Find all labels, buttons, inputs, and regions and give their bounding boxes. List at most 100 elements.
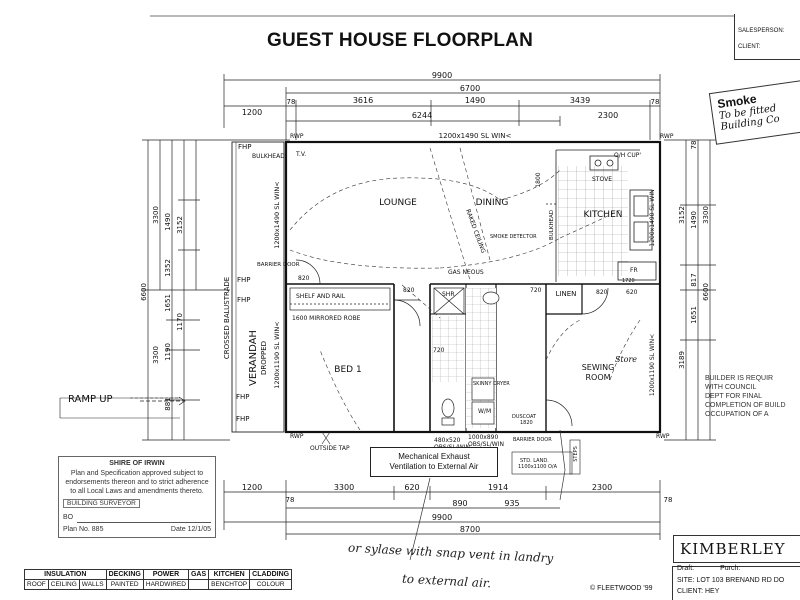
label-fhp-2: FHP (237, 276, 251, 284)
exhaust-note: Mechanical Exhaust Ventilation to Extern… (370, 447, 498, 477)
client-name: CLIENT: HEY (677, 588, 720, 595)
dim-top-6700: 6700 (460, 84, 480, 93)
dim-top-78b: 78 (651, 98, 660, 106)
builder-note: BUILDER IS REQUIR WITH COUNCIL DEPT FOR … (705, 374, 786, 419)
spec-sub-walls: WALLS (78, 579, 107, 590)
label-fr: FR (630, 267, 638, 274)
dim-1820: 1820 (520, 420, 533, 426)
room-shelf-rail: SHELF AND RAIL (296, 293, 346, 300)
label-obs-sl-win2: OBS/SL/WIN (468, 441, 504, 448)
label-steps: STEPS (573, 446, 579, 462)
dim-right-3152: 3152 (678, 206, 686, 224)
dim-bottom-8700: 8700 (460, 525, 480, 534)
label-rwp-3: RWP (290, 433, 304, 440)
spec-sub-painted: PAINTED (105, 579, 144, 590)
spec-header-cladding: CLADDING (249, 569, 293, 580)
dim-left-1170: 1170 (176, 313, 184, 331)
room-room: ROOM (585, 373, 610, 382)
dim-left-3152: 3152 (176, 216, 184, 234)
dim-right-3300: 3300 (702, 206, 710, 224)
label-win-right: 1200x1190 SL WIN< (649, 334, 656, 396)
dim-top-1200: 1200 (242, 108, 262, 117)
label-1800: 1800 (535, 172, 542, 187)
specs-table: INSULATION DECKING POWER GAS KITCHEN CLA… (24, 569, 293, 590)
stamp-date: Date 12/1/05 (170, 526, 211, 533)
dim-bottom-9900: 9900 (432, 513, 452, 522)
dim-820-a: 820 (298, 275, 310, 282)
dim-left-1490: 1490 (164, 213, 172, 231)
spec-sub-ceiling: CEILING (47, 579, 80, 590)
builder-note-1: BUILDER IS REQUIR (705, 375, 774, 382)
dim-right-6600: 6600 (702, 283, 710, 301)
dim-left-1352: 1352 (164, 259, 172, 277)
stamp-title: SHIRE OF IRWIN (109, 460, 165, 467)
stamp-body-2: endorsements thereon and to strict adher… (65, 479, 209, 486)
dim-left-3300: 3300 (152, 206, 160, 224)
label-std-land: STD. LAND. (520, 458, 549, 464)
builder-note-3: DEPT FOR FINAL (705, 393, 763, 400)
dim-left-1190: 1190 (164, 343, 172, 361)
dim-top-9900: 9900 (432, 71, 452, 80)
site-label: SITE: LOT 103 BRENAND RD DO (677, 577, 785, 584)
dim-720-b: 720 (433, 347, 445, 354)
room-lounge: LOUNGE (379, 198, 417, 208)
dim-left-6600: 6600 (140, 283, 148, 301)
label-duscoat: DUSCOAT (512, 414, 537, 420)
dim-bottom-935: 935 (504, 499, 519, 508)
room-mirrored-robe: 1600 MIRRORED ROBE (292, 315, 361, 322)
dim-left-1651: 1651 (164, 294, 172, 312)
top-dimensions (223, 74, 661, 140)
approval-stamp: SHIRE OF IRWIN Plan and Specification ap… (58, 456, 216, 538)
salesperson-box: SALESPERSON: CLIENT: (734, 14, 800, 60)
label-barrier-door: BARRIER DOOR (257, 262, 300, 268)
label-fhp-4: FHP (236, 415, 250, 423)
dim-top-2300: 2300 (598, 111, 618, 120)
title-block: KIMBERLEY Draft: Purch: SITE: LOT 103 BR… (672, 535, 800, 600)
room-sewing: SEWING (582, 363, 615, 372)
label-raked-ceiling: RAKED CEILING (464, 208, 487, 254)
stamp-body-3: to all Local Laws and amendments thereto… (70, 488, 204, 495)
label-win-left2: 1200x1190 SL WIN< (273, 321, 281, 388)
room-store-handwritten: Store (615, 355, 637, 364)
label-gas-neous: GAS NEOUS (448, 269, 484, 276)
dim-bottom-78a: 78 (286, 496, 295, 504)
label-win-1000: 1000x890 (468, 434, 498, 441)
dim-right-1651: 1651 (690, 306, 698, 324)
dim-top-3439: 3439 (570, 96, 590, 105)
dim-top-78a: 78 (287, 98, 296, 106)
dim-right-1490: 1490 (690, 211, 698, 229)
toilet-icon (441, 398, 455, 418)
label-win-left: 1200x1490 SL WIN< (273, 181, 281, 248)
dim-right-817: 817 (690, 273, 698, 286)
label-wm: W/M (478, 408, 491, 415)
room-linen: LINEN (556, 290, 577, 298)
spec-sub-hardwired: HARDWIRED (142, 579, 189, 590)
dim-bottom-1914: 1914 (488, 483, 508, 492)
spec-sub-benchtop: BENCHTOP (208, 579, 251, 590)
spec-sub-colour: COLOUR (249, 579, 293, 590)
dim-right-78: 78 (690, 141, 698, 150)
stamp-body-1: Plan and Specification approved subject … (70, 470, 204, 477)
dim-bottom-78b: 78 (664, 496, 673, 504)
dim-top-6244: 6244 (412, 111, 432, 120)
room-kitchen: KITCHEN (584, 210, 623, 220)
label-rwp-1: RWP (290, 133, 304, 140)
dim-bottom-620: 620 (404, 483, 419, 492)
exhaust-line2: Ventilation to External Air (389, 462, 479, 471)
room-dining: DINING (476, 198, 509, 208)
label-crossed-balustrade: CROSSED BALUSTRADE (223, 277, 231, 359)
purch-label: Purch: (720, 565, 741, 572)
label-std-land2: 1100x1100 O/A (518, 464, 558, 470)
dim-left-881: 881 (164, 397, 172, 410)
dim-620: 620 (626, 289, 638, 296)
label-skinny-dryer: SKINNY DRYER (473, 381, 510, 387)
label-stove: STOVE (592, 176, 612, 183)
page-title: GUEST HOUSE FLOORPLAN (267, 30, 533, 51)
label-rwp-4: RWP (656, 433, 670, 440)
spec-header-gas: GAS (187, 569, 210, 580)
label-bulkhead-2: BULKHEAD (549, 210, 555, 240)
spec-header-insulation: INSULATION (24, 569, 107, 580)
room-dropped: DROPPED (260, 341, 268, 375)
room-verandah: VERANDAH (248, 330, 259, 386)
